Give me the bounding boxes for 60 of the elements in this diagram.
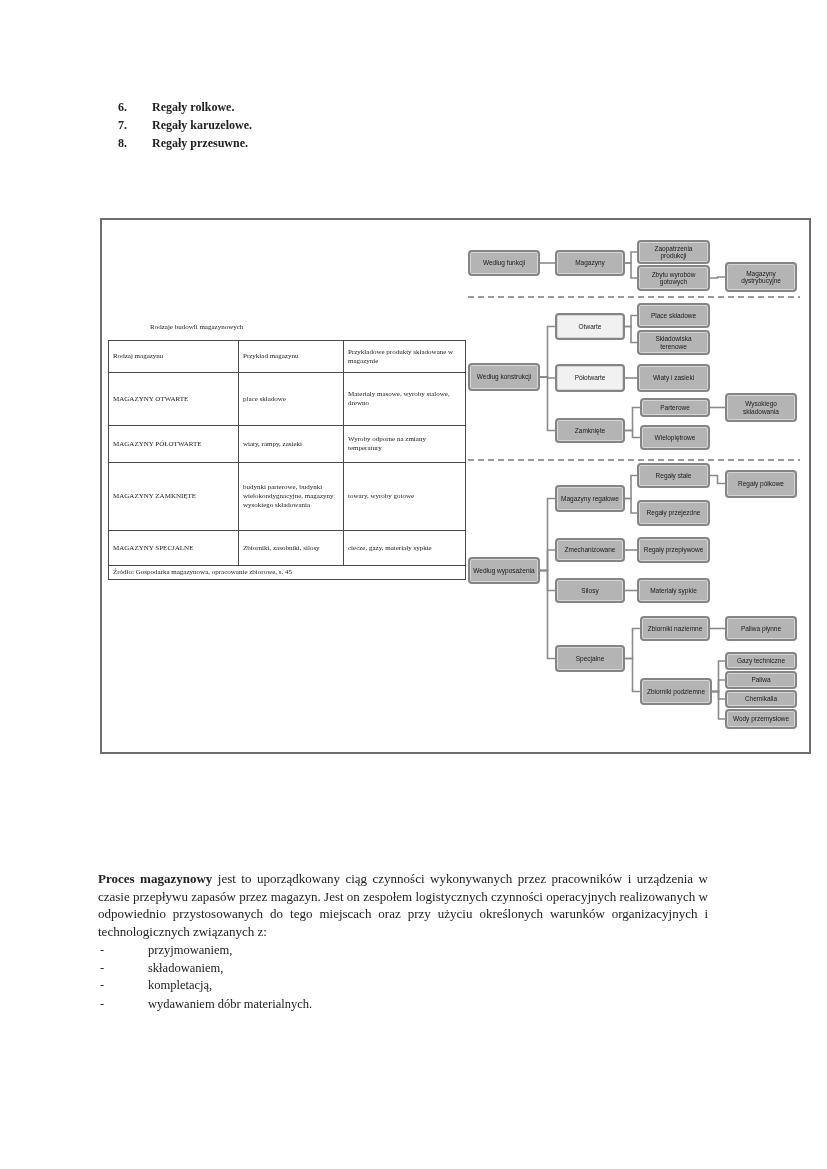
category-box [725,616,797,641]
list-number: 7. [118,117,127,133]
connector-line [539,569,556,660]
category-box [640,678,712,705]
category-box [725,262,797,292]
connector-line [709,276,726,279]
list-item: składowaniem, [148,960,224,977]
category-box [637,537,710,563]
category-box [725,671,797,689]
category-box [555,578,625,603]
category-box [725,469,797,498]
category-box [468,557,540,584]
category-box [555,250,625,276]
list-bullet: - [100,960,105,977]
category-box [555,364,625,392]
category-box [637,265,710,291]
list-item: wydawaniem dóbr materialnych. [148,996,313,1013]
category-box [468,363,540,391]
category-box [555,538,625,562]
category-box [637,303,710,328]
category-box [555,645,625,672]
category-box [637,330,710,355]
paragraph: Proces magazynowy jest to uporządkowany ciąg czynności wykonywanych przez pracowników i urządzenia w czasie przepływu zapasów przez magazyn. Jest on zespołem logistycznych czynności operacyjnych realizowanych w odpowiednio przystosowanych do tego miejscach oraz przy użyciu określonych warunków organizacyjnych i technologicznych związanych z: [98,870,708,940]
connector-line [709,474,726,485]
list-bullet: - [100,942,105,959]
connector-line [624,377,638,379]
list-number: 8. [118,135,127,151]
category-box [725,709,797,729]
category-box [640,616,710,641]
category-box [637,240,710,264]
category-box [468,250,540,276]
category-box [640,425,710,450]
list-item: kompletacją, [148,977,213,994]
connector-line [539,262,556,264]
category-box [725,652,797,670]
list-bullet: - [100,996,105,1013]
category-box [555,313,625,340]
list-bullet: - [100,977,105,994]
category-box [637,463,710,488]
connector-line [624,429,641,439]
connector-line [711,690,726,720]
connector-line [624,549,638,551]
list-item: Regały przesuwne. [152,135,248,151]
category-box [640,398,710,417]
category-box [637,500,710,526]
category-box [725,690,797,708]
category-box [637,364,710,392]
list-item: przyjmowaniem, [148,942,233,959]
list-item: Regały rolkowe. [152,99,235,115]
list-number: 6. [118,99,127,115]
category-box [637,578,710,603]
connector-line [624,325,638,344]
category-box [555,485,625,512]
list-item: Regały karuzelowe. [152,117,252,133]
connector-line [624,497,638,514]
connector-line [624,657,641,693]
connector-line [624,262,638,279]
connector-line [539,376,556,432]
category-box [725,393,797,422]
category-box [555,418,625,443]
